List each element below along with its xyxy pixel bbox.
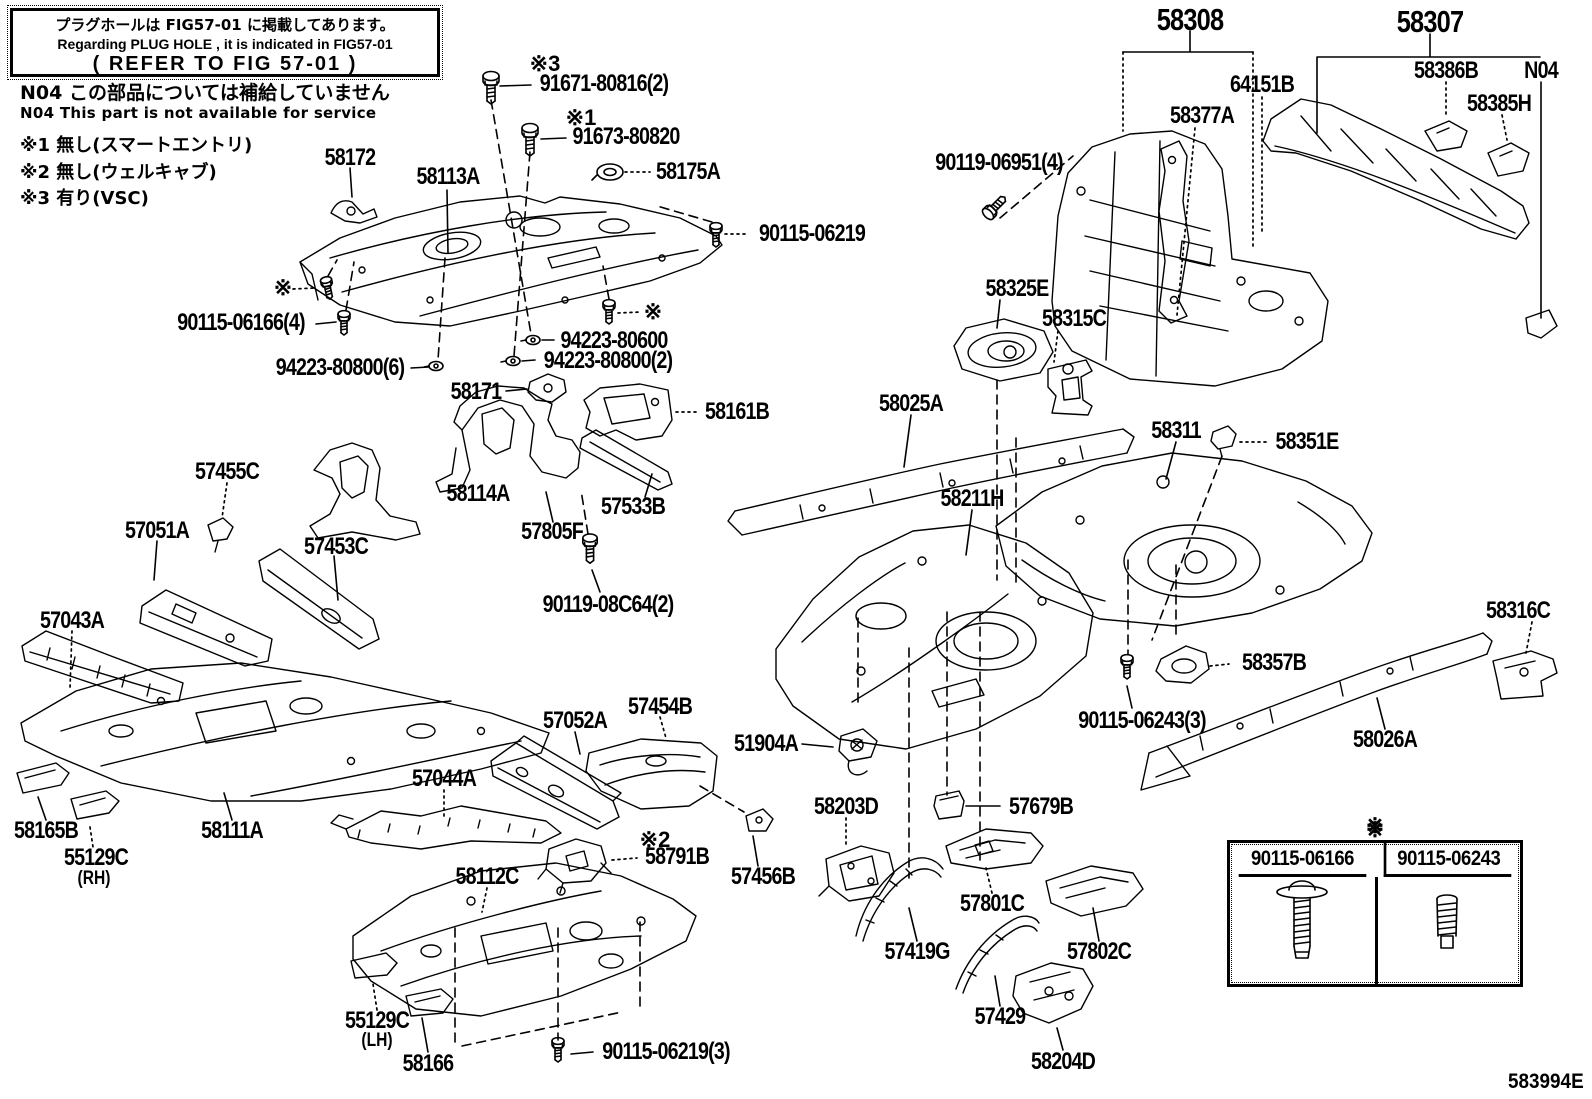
member-57044A-art (331, 806, 561, 849)
clip-57456B-art (746, 809, 773, 831)
strip-55129C-rh-art (71, 791, 119, 819)
bracket-58203D-art (819, 846, 894, 901)
member-57051A-art (140, 590, 272, 666)
fastener-table: ※ 90115-06166 90115-06243 (1227, 813, 1523, 987)
bracket-58172-art (331, 201, 377, 223)
front-floor-panel-58111A-art (21, 663, 549, 801)
rear-floor-pan-center-58211H-art (776, 525, 1093, 749)
bracket-58171-art (528, 374, 566, 402)
construction-lines-dashed (328, 100, 1222, 1046)
member-57052A-art (491, 736, 621, 829)
bar-57533B-art (580, 430, 672, 490)
plug-hole-note-box: プラグホールは FIG57-01 に掲載してあります。 Regarding PL… (7, 5, 443, 80)
clip-58351E-art (1211, 426, 1236, 457)
fastener-col-header-1: 90115-06166 (1238, 843, 1367, 877)
bracket-58204D-art (1013, 963, 1093, 1023)
rail-57429-art (956, 916, 1039, 993)
leader-lines-dotted (70, 52, 1532, 1010)
note-n04-en: N04 This part is not available for servi… (20, 104, 377, 122)
note-asterisk-1: ※1 無し(スマートエントリ) (20, 135, 253, 156)
note-box-line-en: Regarding PLUG HOLE , it is indicated in… (57, 36, 393, 52)
bracket-58161B-art (584, 384, 672, 440)
rear-body-lower-panel-art (1052, 131, 1328, 386)
clip-57455C-art (208, 518, 233, 552)
member-57453C-art (259, 549, 379, 649)
bracket-58377A-art (1159, 141, 1189, 323)
fastener-table-asterisk: ※ (1365, 813, 1385, 838)
rear-panel-upper-art (1263, 99, 1529, 239)
box-57679B-art (934, 791, 964, 819)
plate-57801C-art (946, 829, 1043, 869)
note-box-refer-line: ( REFER TO FIG 57-01 ) (92, 53, 358, 75)
strip-55129C-lh-art (351, 953, 397, 978)
member-58025A-art (728, 429, 1134, 535)
fastener-col-header-2: 90115-06243 (1383, 843, 1512, 877)
fastener-cell-bolt-large (1230, 877, 1375, 984)
front-floor-pan-58112C-art (353, 863, 696, 1016)
bracket-58315C-art (1048, 360, 1092, 415)
front-floor-pan-upper-art (300, 196, 722, 326)
rail-57419G-art (856, 858, 943, 941)
member-58026A-art (1141, 633, 1492, 790)
clip-n04-art (1526, 310, 1557, 338)
bracket-58385H-art (1488, 143, 1529, 176)
note-asterisk-2: ※2 無し(ウェルキャブ) (20, 162, 217, 183)
note-box-line-jp: プラグホールは FIG57-01 に掲載してあります。 (55, 16, 395, 34)
strip-58166-art (406, 989, 453, 1016)
bracket-58386B-art (1425, 121, 1467, 151)
hook-51904A-art (839, 729, 877, 775)
member-57454B-art (586, 739, 717, 809)
brace-57805F-art (436, 386, 580, 492)
strip-58165B-art (17, 763, 69, 793)
bracket-58316C-art (1493, 651, 1557, 699)
gasket-58325E-art (954, 319, 1053, 381)
brace-58114A-art (310, 443, 420, 540)
note-asterisk-3: ※3 有り(VSC) (20, 188, 149, 209)
fastener-cell-bolt-small (1375, 877, 1520, 984)
note-n04-jp: N04 この部品については補給していません (20, 82, 390, 104)
rear-floor-pan-side-58311-art (996, 453, 1372, 626)
plate-57802C-art (1046, 866, 1143, 916)
sill-57043A-art (22, 631, 183, 703)
page-code: 583994E (1508, 1070, 1584, 1093)
bracket-58357B-art (1156, 646, 1209, 683)
